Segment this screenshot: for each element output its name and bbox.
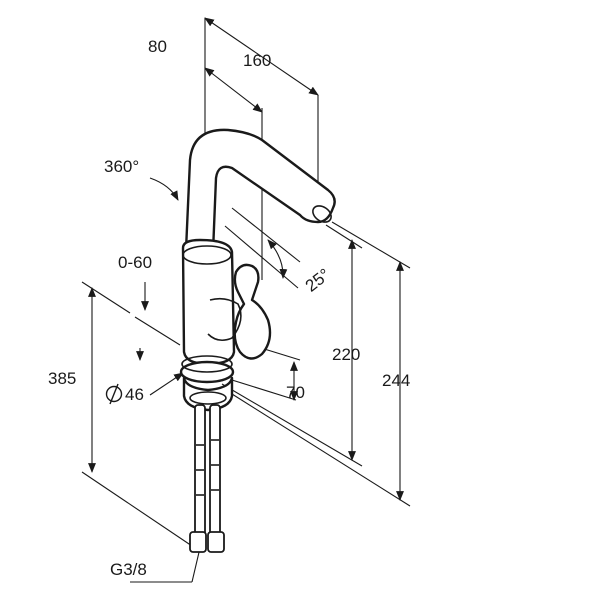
label-244: 244 <box>382 371 410 390</box>
label-385: 385 <box>48 369 76 388</box>
angle-arc <box>267 239 288 279</box>
faucet-body <box>179 128 336 553</box>
supply-hose-right <box>209 404 221 536</box>
label-360-degrees: 360° <box>104 157 139 176</box>
label-70: 70 <box>286 383 305 402</box>
diameter-icon <box>105 385 123 403</box>
dim-160-line <box>204 17 319 96</box>
faucet-column <box>181 238 236 366</box>
label-25-degrees: 25° <box>302 265 334 296</box>
rotation-arrow <box>149 177 179 201</box>
dim-80-line <box>204 67 263 113</box>
label-80: 80 <box>148 37 167 56</box>
hose-fitting-left <box>189 531 207 553</box>
label-220: 220 <box>332 345 360 364</box>
lever-handle <box>233 263 272 360</box>
label-46: 46 <box>125 385 144 404</box>
label-diameter-46: 46 <box>105 383 144 405</box>
hose-braid-marks <box>196 439 219 496</box>
label-160: 160 <box>243 51 271 70</box>
dimension-lines <box>81 17 411 583</box>
label-g3-8: G3/8 <box>110 560 147 579</box>
spout <box>184 128 336 254</box>
label-0-60: 0-60 <box>118 253 152 272</box>
hose-fitting-right <box>207 531 225 553</box>
dimension-labels: 80 160 360° 25° 0-60 385 46 70 220 244 G… <box>48 37 410 579</box>
